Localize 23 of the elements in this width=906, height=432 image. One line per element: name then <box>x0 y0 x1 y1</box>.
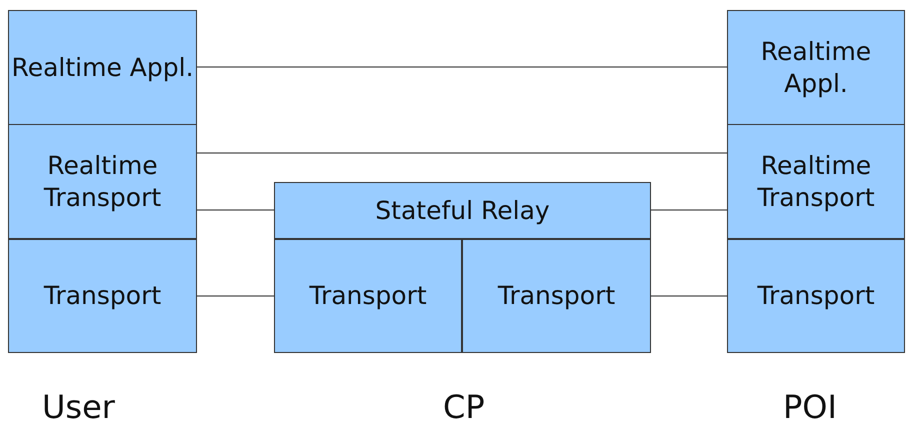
layer-label: Transport <box>498 280 616 312</box>
layer-label: Realtime Appl. <box>11 52 194 84</box>
column-label: POI <box>783 388 837 426</box>
layer-label: Transport <box>309 280 427 312</box>
layer-box <box>274 182 651 239</box>
layer-label: Transport <box>44 280 162 312</box>
layer-box <box>462 239 651 353</box>
layer-box <box>8 124 197 239</box>
column-label: CP <box>443 388 485 426</box>
layer-label: Realtime Transport <box>756 150 876 214</box>
layer-box <box>8 239 197 353</box>
layer-label: Transport <box>757 280 875 312</box>
connector-line <box>196 66 728 68</box>
connector-line <box>196 152 728 154</box>
layer-label: Realtime Appl. <box>760 36 872 100</box>
layer-box <box>727 10 905 125</box>
layer-box <box>274 239 462 353</box>
layer-label: Realtime Transport <box>42 150 162 214</box>
layer-box <box>8 10 197 125</box>
column-label: User <box>42 388 115 426</box>
layer-box <box>727 239 905 353</box>
layer-label: Stateful Relay <box>375 194 550 226</box>
layer-box <box>727 124 905 239</box>
